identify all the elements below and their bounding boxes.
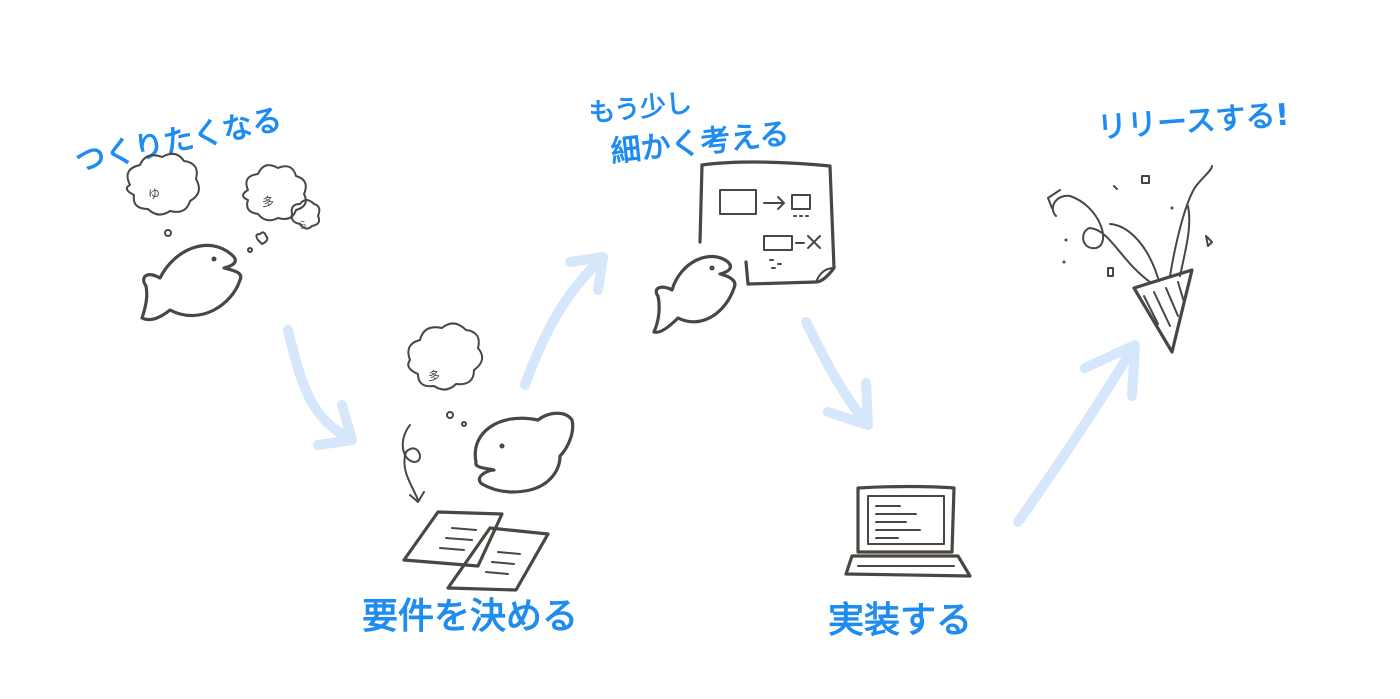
laptop-icon: [844, 484, 972, 578]
svg-text:ら: ら: [298, 220, 307, 231]
svg-text:多: 多: [428, 369, 440, 383]
fish-icon: [473, 411, 575, 494]
step-3-label-line1: もう少し: [588, 88, 694, 129]
fish-icon: [652, 254, 737, 334]
step-1-label: つくりたくなる: [72, 102, 285, 180]
party-popper-icon: [1047, 165, 1213, 354]
fish-icon: [140, 243, 243, 322]
step-2-label: 要件を決める: [362, 596, 578, 637]
flow-arrow-3: [801, 317, 873, 430]
svg-text:多: 多: [262, 195, 274, 209]
flow-arrow-4: [1013, 340, 1140, 527]
thought-cloud-3: 多: [407, 322, 484, 427]
svg-text:ゆ: ゆ: [148, 187, 160, 201]
flow-arrow-1: [283, 325, 357, 450]
thought-cloud-1: ゆ: [125, 152, 200, 237]
document-icon: [402, 510, 550, 592]
thought-tail-arrow: [401, 424, 425, 503]
step-4-label: 実装する: [828, 600, 972, 641]
step-5-label: リリースする!: [1096, 98, 1290, 146]
spec-sheet-icon: [698, 160, 836, 286]
thought-cloud-2: 多 ら: [242, 164, 321, 253]
flow-arrow-2: [520, 252, 608, 390]
